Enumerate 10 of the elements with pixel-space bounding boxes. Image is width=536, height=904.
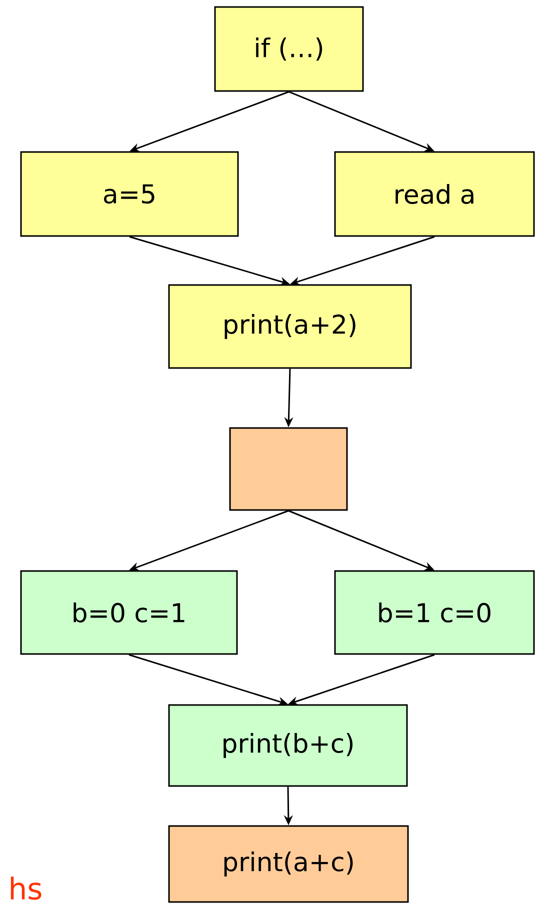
process-box: read a <box>334 151 535 237</box>
process-box: b=0 c=1 <box>20 570 238 655</box>
note-text: hs <box>10 876 42 900</box>
process-box: if (…) <box>214 6 364 92</box>
process-box: print(a+2) <box>168 284 412 369</box>
process-box: b=1 c=0 <box>334 570 535 655</box>
empty-box <box>229 427 348 511</box>
process-box: a=5 <box>20 151 239 237</box>
process-box: print(b+c) <box>168 704 408 787</box>
process-box: print(a+c) <box>168 825 409 903</box>
